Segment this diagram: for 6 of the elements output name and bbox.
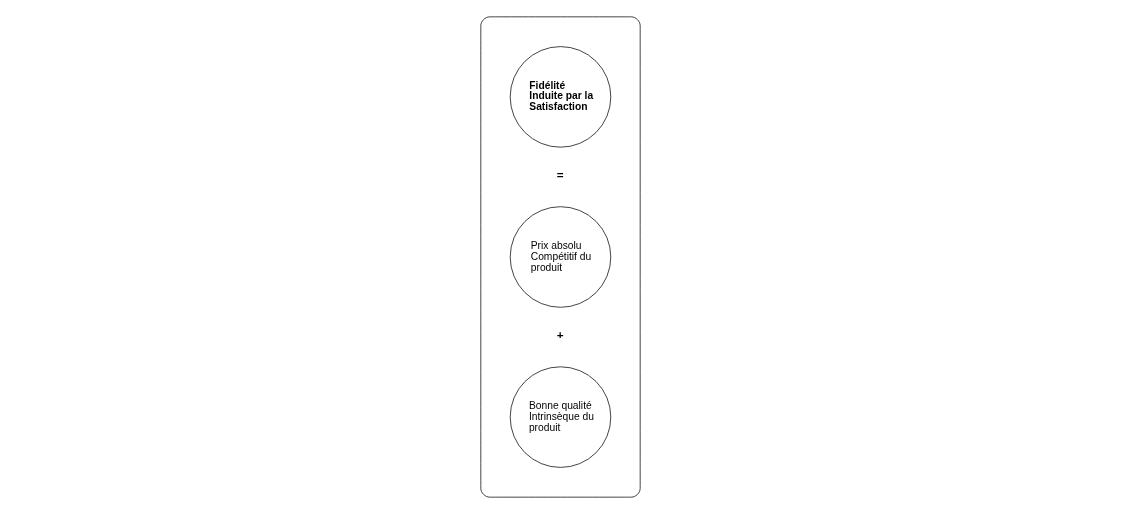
cluster xyxy=(480,16,641,498)
label: + xyxy=(556,328,564,342)
label: = xyxy=(556,168,564,181)
node-circle: Prix absolu Compétitif du produit xyxy=(509,206,612,308)
node-circle: Fidélité Induite par la Satisfaction xyxy=(509,46,612,148)
node-circle: Bonne qualité Intrinsèque du produit xyxy=(509,366,612,468)
